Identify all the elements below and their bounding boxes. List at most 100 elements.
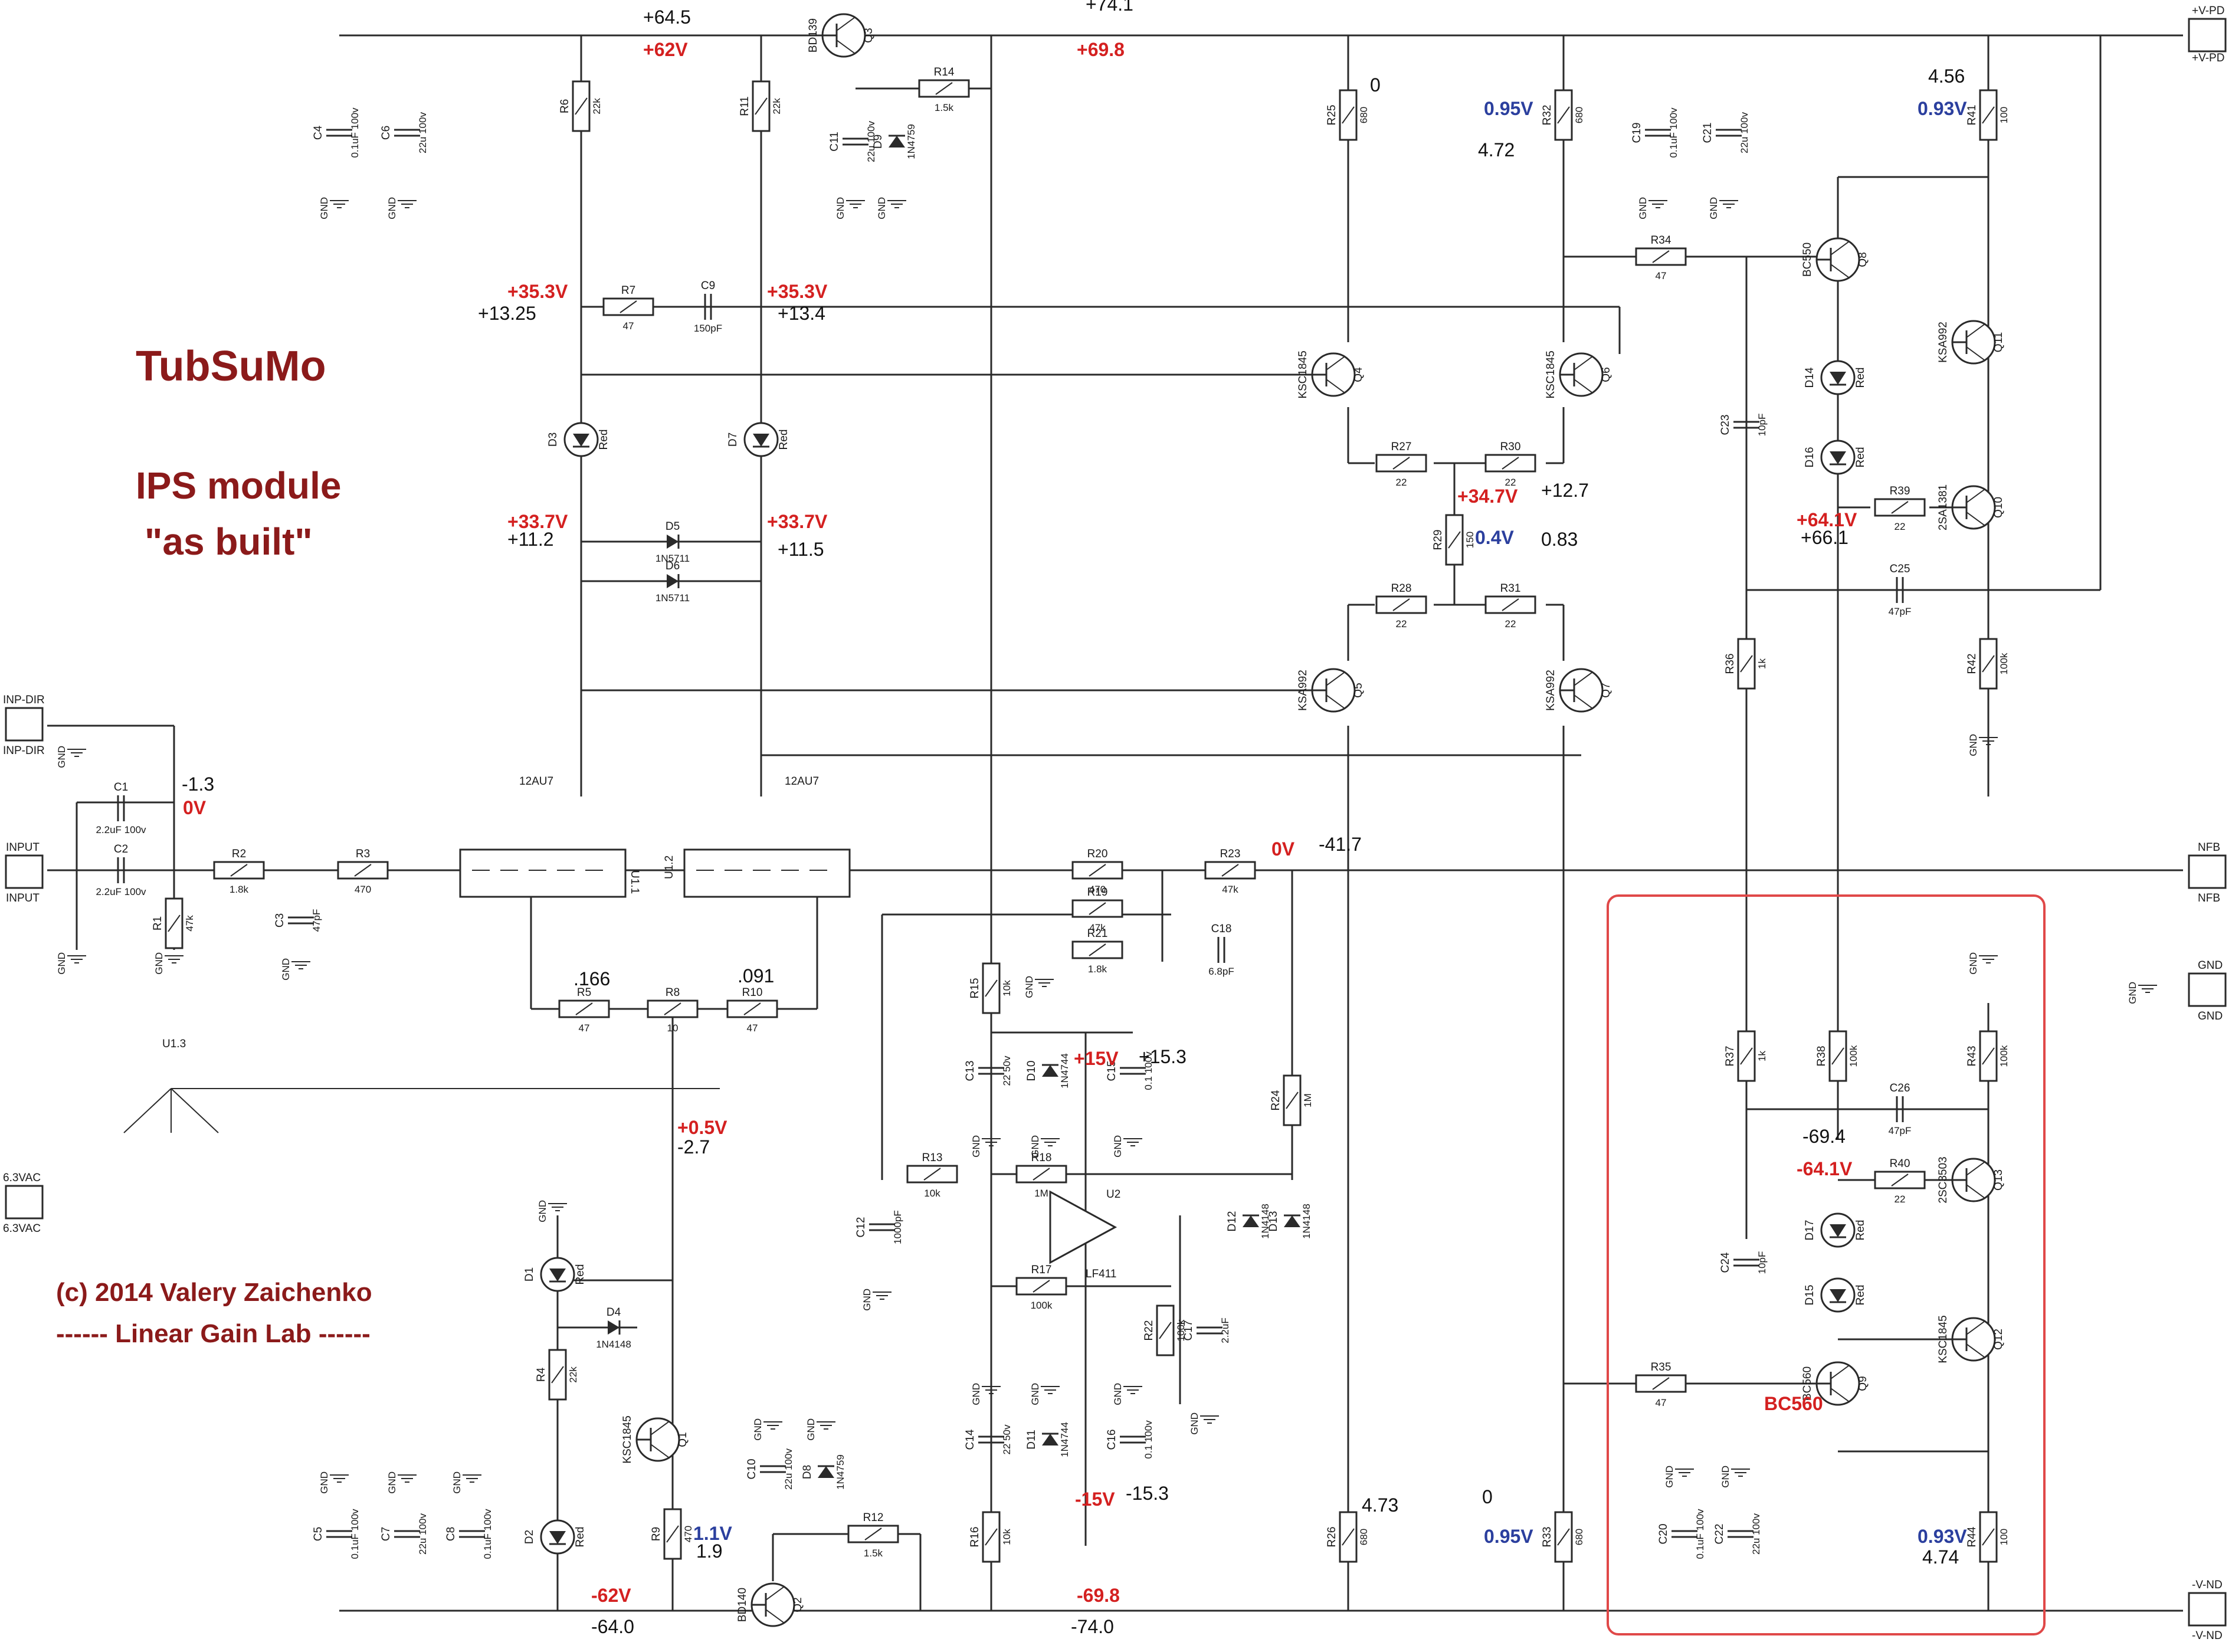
meas-v62: +62V [643, 39, 688, 60]
diode-d4-type: 1N4148 [596, 1339, 631, 1350]
diode-d6 [667, 574, 680, 588]
transistor-q1-type: KSC1845 [621, 1415, 634, 1463]
meas-v0-93-top: 0.93V [1918, 98, 1967, 119]
capacitor-c11 [843, 137, 868, 146]
resistor-r6 [572, 80, 591, 132]
resistor-r39-value: 22 [1895, 521, 1906, 532]
capacitor-c6-name: C6 [380, 126, 392, 140]
meas-v0-5: +0.5V [677, 1117, 727, 1138]
resistor-r3-name: R3 [356, 848, 370, 860]
capacitor-c22 [1728, 1530, 1754, 1538]
ground-label-8: GND [386, 1471, 398, 1494]
capacitor-c8-name: C8 [445, 1527, 457, 1541]
resistor-r37-name: R37 [1724, 1046, 1736, 1067]
resistor-r4 [548, 1349, 567, 1401]
resistor-r38-value: 100k [1848, 1045, 1859, 1067]
resistor-r40-name: R40 [1890, 1158, 1910, 1170]
resistor-r35-name: R35 [1651, 1361, 1671, 1374]
capacitor-c2-name: C2 [114, 843, 128, 856]
resistor-r11-value: 22k [771, 98, 782, 114]
transistor-q12 [1951, 1317, 1996, 1362]
resistor-r31-value: 22 [1505, 618, 1516, 630]
resistor-r14 [918, 79, 970, 98]
resistor-r19 [1071, 899, 1123, 918]
meas-v11-2: +11.2 [507, 529, 554, 550]
resistor-r2-value: 1.8k [230, 884, 249, 895]
meas-v-166: .166 [573, 968, 610, 989]
meas-v66-1: +66.1 [1801, 527, 1848, 548]
capacitor-c19 [1645, 129, 1671, 137]
ground-symbol-5 [330, 200, 349, 208]
ground-symbol-20 [1123, 1138, 1142, 1146]
port-vpd-label-2: +V-PD [2192, 52, 2224, 64]
diode-d5-type: 1N5711 [655, 553, 690, 564]
ground-symbol-29 [1979, 955, 1998, 963]
diode-d4 [608, 1320, 621, 1335]
port-gnd-label: GND [2198, 959, 2223, 972]
capacitor-c18-name: C18 [1211, 923, 1232, 935]
resistor-r31 [1484, 595, 1536, 614]
resistor-r24 [1283, 1074, 1302, 1126]
resistor-r4-value: 22k [568, 1366, 579, 1383]
transistor-q10-type: 2SA1381 [1937, 484, 1949, 530]
ground-symbol-9 [463, 1474, 481, 1483]
ground-symbol-16 [982, 1138, 1001, 1146]
resistor-r28 [1375, 595, 1427, 614]
diode-d12-name: D12 [1226, 1211, 1238, 1232]
capacitor-c24 [1733, 1258, 1759, 1267]
resistor-r22-name: R22 [1143, 1320, 1155, 1341]
resistor-r11-name: R11 [739, 96, 751, 116]
meas-v0-r25: 0 [1370, 74, 1381, 96]
meas-v0-in: 0V [183, 797, 207, 818]
led-d15-name: D15 [1804, 1285, 1816, 1306]
meas-v0-4: 0.4V [1475, 527, 1514, 548]
resistor-r40 [1874, 1171, 1926, 1189]
capacitor-c17-name: C17 [1182, 1320, 1195, 1341]
transistor-q8-type: BC550 [1801, 242, 1814, 277]
resistor-r25-value: 680 [1358, 107, 1369, 123]
led-d1-type: Red [574, 1264, 586, 1285]
transistor-q8-name: Q8 [1857, 252, 1869, 267]
capacitor-c9-name: C9 [701, 280, 715, 292]
capacitor-c8 [459, 1530, 485, 1538]
transistor-q11-type: KSA992 [1937, 322, 1949, 363]
transistor-q8 [1815, 237, 1860, 282]
resistor-r30 [1484, 454, 1536, 473]
transistor-q2-name: Q2 [792, 1597, 804, 1612]
capacitor-c4-name: C4 [312, 125, 325, 140]
resistor-r39 [1874, 498, 1926, 517]
capacitor-c12-value: 1000pF [892, 1210, 903, 1244]
capacitor-c3-value: 47pF [311, 909, 322, 932]
resistor-r30-name: R30 [1500, 441, 1521, 453]
resistor-r29-value: 150 [1464, 532, 1476, 548]
ground-label-24: GND [1637, 197, 1648, 219]
resistor-r26-name: R26 [1326, 1527, 1338, 1548]
ground-symbol-15 [873, 1292, 892, 1300]
title-lab: ------ Linear Gain Lab ------ [56, 1319, 371, 1348]
diode-d11 [1042, 1433, 1058, 1446]
resistor-r32-value: 680 [1574, 107, 1585, 123]
meas-v1-1: 1.1V [693, 1523, 732, 1544]
led-d1-name: D1 [523, 1267, 536, 1281]
ground-symbol-27 [1731, 1469, 1750, 1477]
diode-d8-type: 1N4759 [835, 1454, 846, 1490]
meas-vm15: -15V [1075, 1489, 1115, 1510]
diode-d11-name: D11 [1025, 1430, 1038, 1449]
transistor-q7-name: Q7 [1600, 683, 1612, 697]
capacitor-c20-value: 0.1uF 100v [1695, 1509, 1706, 1559]
led-d14-type: Red [1854, 368, 1867, 388]
resistor-r14-value: 1.5k [935, 102, 954, 113]
resistor-r23-name: R23 [1220, 848, 1241, 860]
port-nfb-label-2: NFB [2198, 892, 2220, 904]
meas-vm69-8: -69.8 [1077, 1585, 1120, 1606]
diode-d8 [818, 1465, 834, 1478]
meas-v4-74: 4.74 [1922, 1546, 1959, 1568]
meas-v34-7: +34.7V [1457, 486, 1518, 507]
resistor-r22 [1156, 1304, 1175, 1356]
resistor-r13 [906, 1165, 958, 1184]
led-d7 [743, 422, 779, 457]
title-status: "as built" [145, 520, 313, 563]
transistor-q11-name: Q11 [1992, 332, 2005, 353]
capacitor-c14 [978, 1435, 1004, 1444]
